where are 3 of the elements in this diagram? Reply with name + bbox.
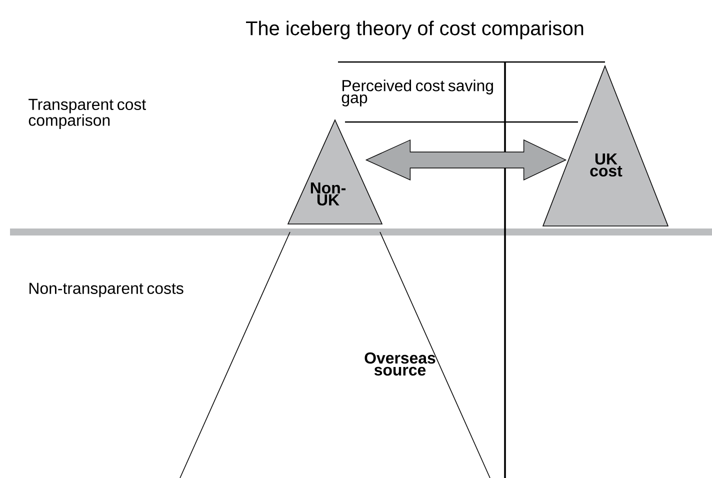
title: The iceberg theory of cost comparison (246, 20, 584, 40)
annotation-text: Perceived cost saving gap (342, 80, 493, 106)
zone-label: Transparent cost comparison (28, 98, 146, 130)
